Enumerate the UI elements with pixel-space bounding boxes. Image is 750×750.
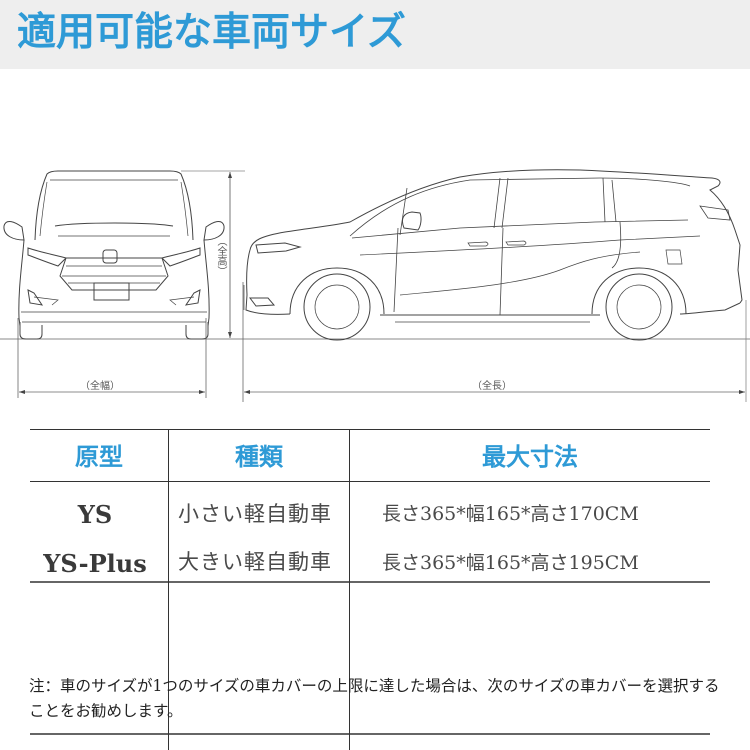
table-column-divider-1 <box>168 429 169 750</box>
row-ysplus-max-dimensions: 長さ365*幅165*高さ195CM <box>382 552 639 574</box>
car-front-view-icon <box>3 170 225 340</box>
table-bottom-border <box>30 733 710 735</box>
height-dimension-label: （全高） <box>215 236 226 276</box>
page-title: 適用可能な車両サイズ <box>17 9 406 55</box>
width-dimension-label: （全幅） <box>80 381 120 392</box>
car-side-view-icon <box>243 169 743 341</box>
row-ysplus-model: YS-Plus <box>43 549 147 578</box>
row-ys-max-dimensions: 長さ365*幅165*高さ170CM <box>382 503 639 525</box>
header-banner: 適用可能な車両サイズ <box>0 0 750 69</box>
length-dimension-label: （全長） <box>472 381 512 392</box>
header-max-dimensions: 最大寸法 <box>482 442 578 471</box>
row-ys-type: 小さい軽自動車 <box>178 502 332 526</box>
table-header-divider <box>30 481 710 482</box>
header-type: 種類 <box>235 442 283 471</box>
table-row-divider <box>30 581 710 583</box>
row-ysplus-type: 大きい軽自動車 <box>178 550 332 574</box>
header-model: 原型 <box>75 442 123 471</box>
vehicle-dimension-diagram: （全幅） （全高） （全長） <box>0 169 750 402</box>
size-note: 注：車のサイズが1つのサイズの車カバーの上限に達した場合は、次のサイズの車カバー… <box>29 677 720 720</box>
table-column-divider-2 <box>349 429 350 750</box>
table-top-border <box>30 429 710 430</box>
row-ys-model: YS <box>77 500 113 529</box>
